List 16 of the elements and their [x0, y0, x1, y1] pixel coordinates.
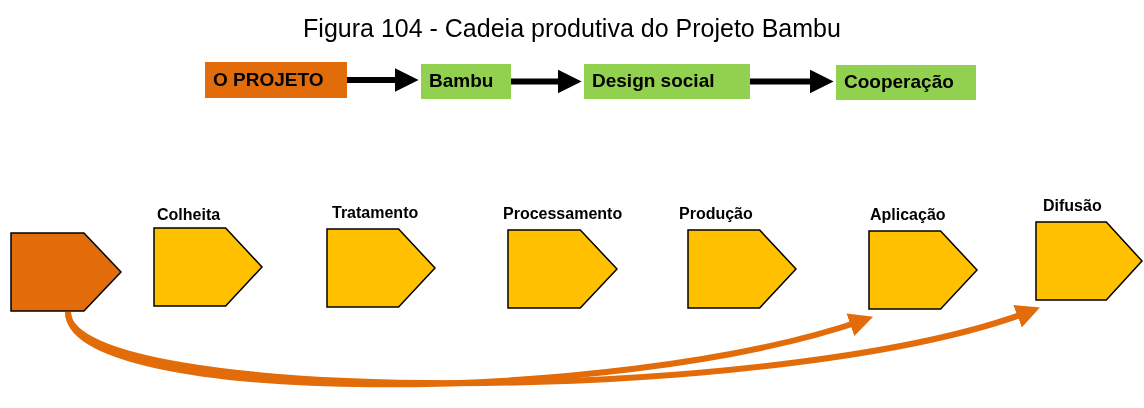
stage-label: Tratamento	[332, 203, 419, 223]
stage-label: Colheita	[157, 205, 221, 225]
arrow	[750, 69, 834, 94]
process-box: O PROJETO	[205, 62, 347, 98]
process-box: Design social	[584, 64, 750, 99]
arrow	[65, 303, 1041, 387]
arrow	[511, 69, 582, 94]
arrow	[347, 68, 419, 92]
stage-label: Difusão	[1043, 196, 1102, 216]
stage-label: Processamento	[503, 204, 623, 224]
arrow	[65, 310, 874, 388]
stage-label: Produção	[679, 204, 753, 224]
stage-label: Aplicação	[870, 205, 946, 225]
process-box: Cooperação	[836, 65, 976, 100]
process-box: Bambu	[421, 64, 511, 99]
diagram-title: Figura 104 - Cadeia produtiva do Projeto Bambu	[303, 13, 841, 44]
